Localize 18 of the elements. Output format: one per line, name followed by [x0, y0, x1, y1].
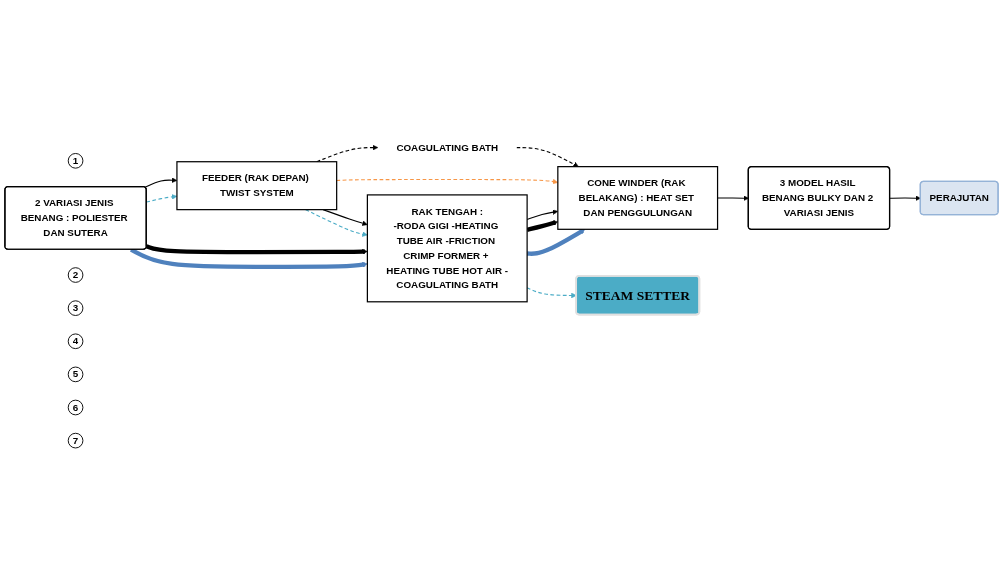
node-circle: 1	[67, 153, 84, 169]
node-box: CONE WINDER (RAK BELAKANG) : HEAT SET DAN PENGGULUNGAN	[557, 166, 719, 230]
node-circle: 4	[67, 333, 84, 350]
arrow	[516, 147, 579, 167]
node-box: RAK TENGAH : -RODA GIGI -HEATING TUBE AIR -FRICTION CRIMP FORMER + HEATING TUBE HOT AIR -COAGULATING BATH	[366, 194, 528, 303]
node-text: COAGULATING BATH	[396, 142, 499, 153]
arrow	[717, 195, 749, 201]
arrow	[322, 209, 368, 226]
node-circle: 3	[67, 300, 84, 316]
node-circle: 6	[67, 399, 84, 416]
arrow	[889, 195, 921, 201]
node-circle: 2	[67, 267, 84, 283]
node-box: FEEDER (RAK DEPAN) TWIST SYSTEM	[176, 161, 338, 211]
node-circle: 5	[67, 366, 84, 383]
arrow	[305, 209, 368, 237]
arrow	[145, 244, 368, 255]
arrow	[316, 144, 379, 163]
node-circle: 7	[67, 432, 84, 449]
